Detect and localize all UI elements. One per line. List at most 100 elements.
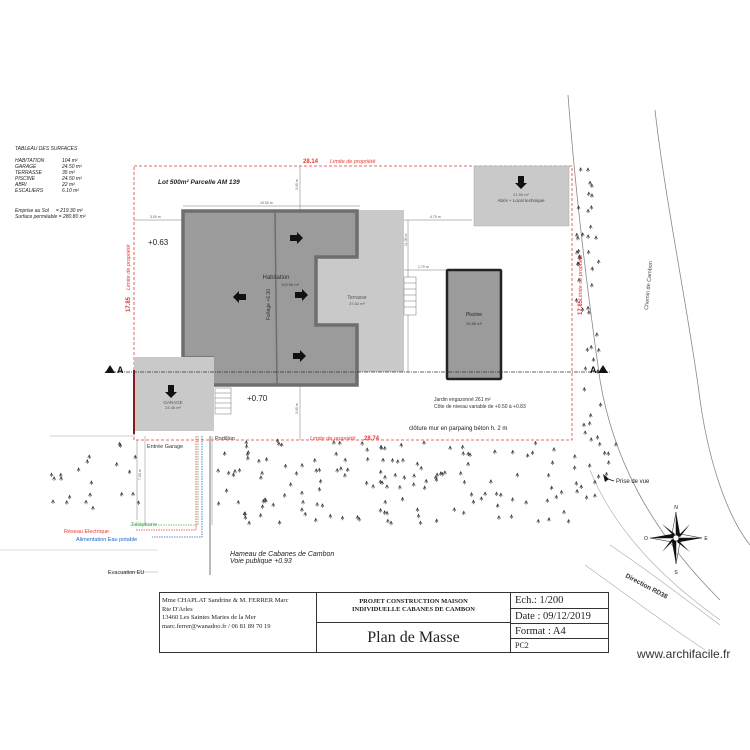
terrasse-label: Terrasse	[347, 295, 366, 301]
reseau-label: Réseau Electrique	[64, 529, 109, 535]
shrub-mark	[279, 442, 284, 448]
limit-label-left: Limite de propriété	[126, 244, 132, 290]
surface-row-label: PISCINE	[15, 176, 36, 182]
shrub-mark	[271, 502, 276, 508]
shrub-mark	[494, 491, 499, 497]
dim-label: 7.00 m	[138, 469, 142, 480]
road-edge-line	[654, 109, 750, 546]
shrub-mark	[460, 444, 465, 450]
shrub-mark	[378, 479, 383, 485]
shrub-mark	[573, 454, 577, 459]
chemin-label: Chemin de Cambon	[644, 261, 654, 310]
shrub-mark	[85, 459, 90, 464]
shrub-mark	[566, 518, 571, 524]
arrow-right-icon	[290, 232, 303, 244]
shrub-mark	[577, 254, 582, 260]
watermark: www.archifacile.fr	[637, 647, 731, 661]
shrub-mark	[399, 442, 404, 448]
surface-row-label: GARAGE	[15, 164, 37, 170]
shrub-mark	[371, 484, 375, 489]
shrub-mark	[588, 413, 593, 418]
voie-label: Voie publique +0.93	[230, 558, 292, 565]
shrub-mark	[411, 482, 416, 487]
shrub-mark	[389, 520, 393, 526]
shrub-mark	[301, 499, 305, 505]
shrub-mark	[400, 496, 405, 502]
shrub-mark	[606, 460, 611, 465]
arrow-right-icon	[295, 289, 308, 301]
shrub-mark	[259, 475, 263, 480]
shrub-mark	[127, 469, 132, 475]
road-edge-line	[589, 469, 721, 621]
date-field: Date : 09/12/2019	[511, 609, 608, 624]
shrub-mark	[525, 453, 530, 458]
piscine	[445, 268, 503, 381]
shrub-mark	[493, 449, 497, 454]
shrub-mark	[530, 450, 535, 456]
property-limit	[133, 165, 573, 441]
owner-line: Mme CHAPLAT Sandrine & M. FERRER Marc	[162, 597, 289, 604]
shrub-mark	[583, 430, 587, 435]
shrub-mark	[264, 456, 269, 462]
shrub-mark	[244, 444, 249, 449]
shrub-mark	[393, 472, 398, 478]
shrub-mark	[549, 485, 554, 491]
arrow-right-icon	[293, 350, 306, 362]
shrub-mark	[89, 480, 94, 485]
shrub-mark	[246, 450, 251, 455]
shrub-mark	[382, 510, 387, 515]
shrub-mark	[242, 511, 247, 517]
shrub-mark	[550, 460, 555, 465]
shrub-mark	[226, 470, 231, 476]
shrub-mark	[52, 476, 56, 481]
shrub-mark	[334, 451, 338, 457]
shrub-mark	[547, 517, 551, 522]
emprise-label: Emprise au Sol = 219.30 m²	[15, 208, 83, 214]
road-edge-line	[584, 564, 706, 651]
shrub-mark	[277, 441, 281, 447]
terrasse-stairs	[403, 276, 417, 316]
surface-row-value: 24.50 m²	[61, 176, 82, 182]
shrub-mark	[59, 476, 63, 481]
shrub-mark	[415, 507, 420, 512]
shrub-mark	[67, 494, 72, 500]
shrub-mark	[317, 486, 322, 492]
surface-row-value: 35 m²	[62, 170, 75, 176]
surface-row-label: TERRASSE	[15, 170, 43, 176]
shrub-mark	[586, 167, 590, 172]
shrub-mark	[222, 451, 227, 456]
shrub-mark	[303, 511, 308, 517]
shrub-mark	[510, 497, 515, 502]
surfaces-table: TABLEAU DES SURFACES HABITATION 104 m² G…	[14, 146, 86, 220]
shrub-mark	[385, 484, 389, 489]
surface-row-value: 104 m²	[62, 158, 78, 164]
shrub-mark	[263, 497, 267, 502]
shrub-mark	[439, 471, 443, 476]
shrub-mark	[587, 463, 592, 468]
shrub-mark	[59, 472, 63, 478]
eau-label: Alimentation Eau potable	[76, 537, 137, 543]
dim-label: 10.00 m	[260, 201, 273, 205]
shrub-mark	[598, 402, 603, 408]
shrub-mark	[422, 485, 427, 491]
shrub-mark	[402, 475, 407, 480]
bottom-length: 28.74	[364, 436, 380, 442]
piscine-area: 24.50 m²	[466, 321, 482, 326]
shrub-mark	[524, 500, 528, 505]
dim-label: 11.00 m	[404, 234, 408, 246]
entree-garage-label: Entrée Garage	[147, 444, 183, 450]
shrub-mark	[396, 459, 400, 464]
shrub-mark	[258, 512, 263, 518]
shrub-mark	[576, 205, 581, 210]
shrub-mark	[300, 490, 304, 496]
shrub-mark	[461, 451, 465, 456]
garage-stairs	[214, 387, 232, 415]
shrub-mark	[595, 332, 599, 337]
shrub-mark	[216, 501, 221, 506]
dim-label: 3.00 m	[295, 179, 299, 190]
dim-label: 3.00 m	[295, 403, 299, 414]
shrub-mark	[489, 479, 493, 484]
shrub-mark	[471, 499, 476, 505]
eau-line	[152, 436, 203, 538]
plan-title: Plan de Masse	[317, 623, 511, 652]
